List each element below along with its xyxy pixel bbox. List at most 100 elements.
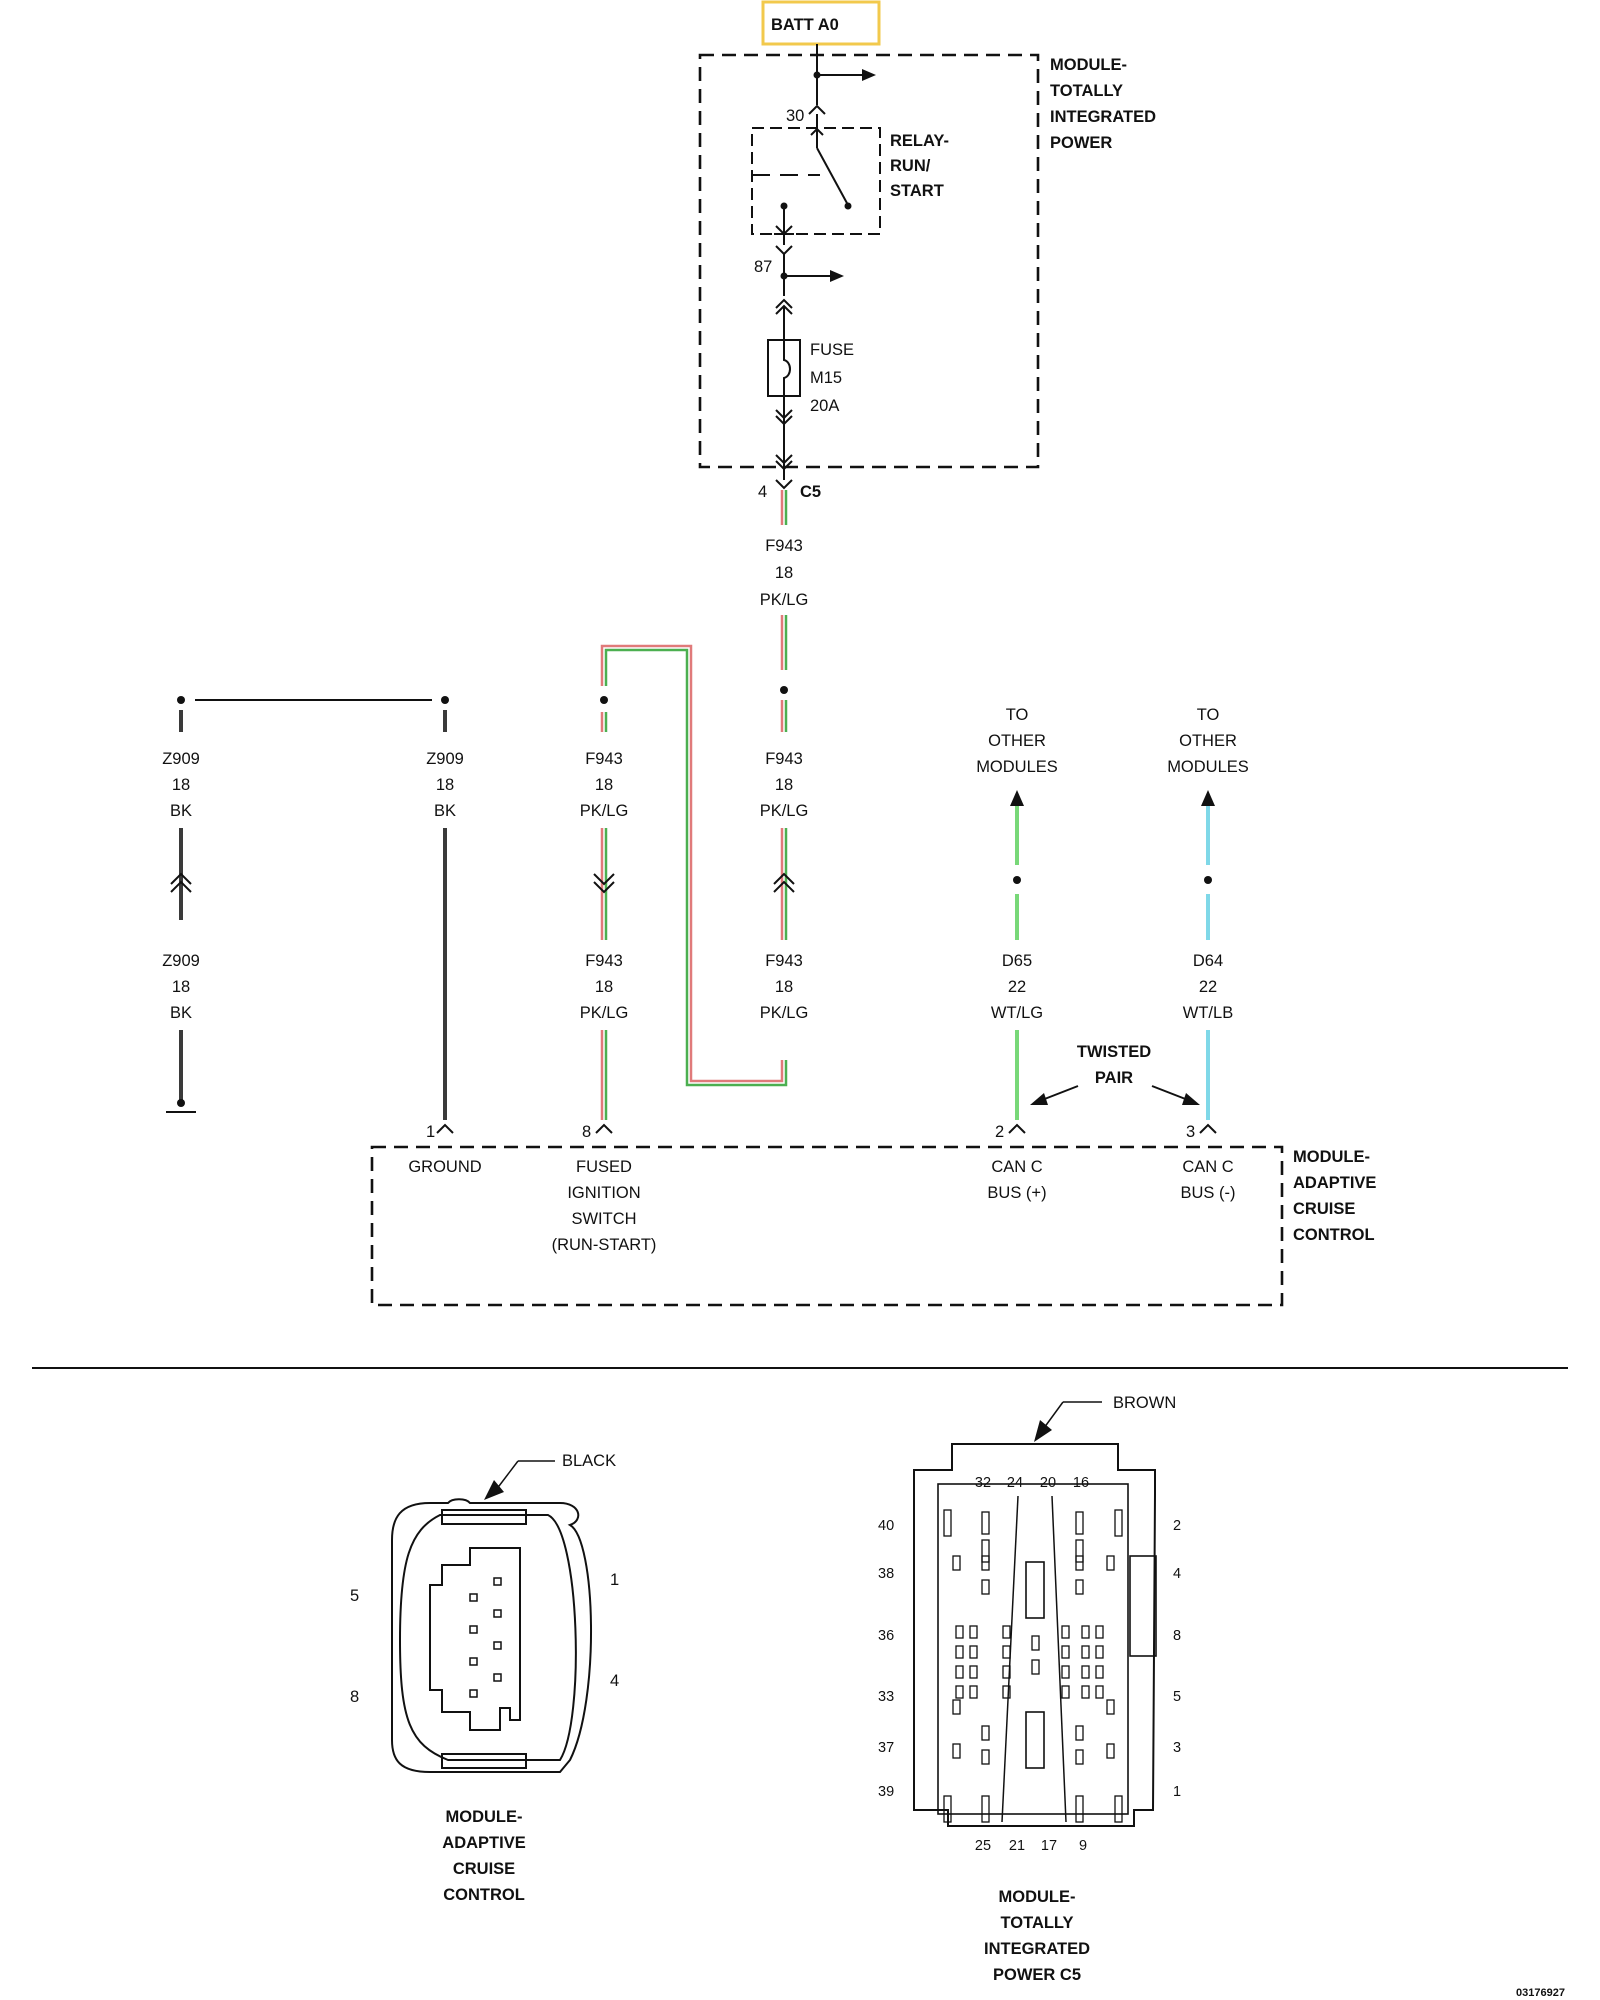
c5-left-pin-39: 39 (878, 1784, 894, 1800)
acc-pin2-terminal (1008, 1123, 1026, 1134)
c5-left-pin-33: 33 (878, 1689, 894, 1705)
tipm-module: MODULE- TOTALLY INTEGRATED POWER 30 RELA… (698, 44, 1156, 480)
acc-pin8-label-4: (RUN-START) (552, 1236, 657, 1254)
acc-pin-cavity (469, 1593, 478, 1602)
to-other-left-2: OTHER (988, 732, 1046, 750)
batt-a0-box (761, 0, 881, 46)
c5-pin-cavity (1081, 1685, 1090, 1699)
acc-pin1-num: 1 (426, 1123, 435, 1141)
figure-id: 03176927 (1516, 1987, 1565, 1999)
wire-f943-top-lower (780, 615, 788, 670)
c5-top-pin-32: 32 (975, 1475, 991, 1491)
pin-30-terminal (808, 104, 826, 115)
c5-pin-cavity (981, 1579, 990, 1595)
c5-pin-cavity (981, 1795, 990, 1823)
pin-87-label: 87 (754, 258, 772, 276)
relay-contact-dot (844, 202, 852, 210)
z909-left-lower-1: Z909 (162, 952, 200, 970)
to-other-right-1: TO (1197, 706, 1220, 724)
twisted-pair-pointer-left (1041, 1085, 1079, 1101)
acc-pin-cavity (493, 1673, 502, 1682)
c5-pin-cavity (1002, 1625, 1011, 1639)
c5-side-key (1129, 1555, 1157, 1657)
z909-left-lower-2: 18 (172, 978, 190, 996)
c5-pin-cavity (969, 1645, 978, 1659)
acc-connector-latch-bottom (441, 1753, 527, 1769)
fuse-out-terminal-3 (775, 454, 793, 465)
acc-title-1: MODULE- (1293, 1148, 1370, 1166)
c5-pin-cavity (1075, 1749, 1084, 1765)
acc-connector-cavity (429, 1547, 521, 1731)
c5-pin-cavity (1114, 1795, 1123, 1823)
d65-2: 22 (1008, 978, 1026, 996)
f943-low-right-3: PK/LG (760, 1004, 809, 1022)
c5-pin-cavity (943, 1509, 952, 1537)
c5-bottom-pin-9: 9 (1079, 1838, 1087, 1854)
acc-pin3-label-2: BUS (-) (1181, 1184, 1236, 1202)
d64-3: WT/LB (1183, 1004, 1233, 1022)
c5-pin-cavity (1095, 1645, 1104, 1659)
acc-pin3-terminal (1199, 1123, 1217, 1134)
pin-30-label: 30 (786, 107, 804, 125)
c5-top-pin-24: 24 (1007, 1475, 1023, 1491)
z909-inline-conn-a (170, 872, 192, 885)
splice-z909-right (441, 696, 449, 704)
acc-pin-cavity (469, 1657, 478, 1666)
c5-bottom-pin-25: 25 (975, 1838, 991, 1854)
acc-pin-label-1: 1 (610, 1571, 619, 1589)
wire-f943-to-acc-pin8 (600, 1030, 608, 1120)
f943-right-inline-a (773, 872, 795, 885)
arrow-down-left-icon (1034, 1420, 1052, 1442)
splice-d64 (1204, 876, 1212, 884)
color-leader-diag (1043, 1401, 1064, 1429)
c5-pin-cavity (1081, 1645, 1090, 1659)
c5-pin-cavity (1106, 1555, 1115, 1571)
c5-center-slot (1025, 1711, 1045, 1769)
acc-pin1-terminal (436, 1123, 454, 1134)
c5-pin-cavity (955, 1645, 964, 1659)
c5-pin-cavity (1075, 1725, 1084, 1741)
f943-mid-left-1: F943 (585, 750, 623, 768)
c5-pin-cavity (1114, 1509, 1123, 1537)
f943-mid-right-1: F943 (765, 750, 803, 768)
z909-left-upper-3: BK (170, 802, 192, 820)
c5-left-pin-40: 40 (878, 1518, 894, 1534)
f943-mid-right-2: 18 (775, 776, 793, 794)
acc-pin3-label-1: CAN C (1182, 1158, 1233, 1176)
acc-pin8-num: 8 (582, 1123, 591, 1141)
relay-title-2: RUN/ (890, 157, 931, 175)
to-other-left-3: MODULES (976, 758, 1058, 776)
c5-pin-cavity (1095, 1625, 1104, 1639)
batt-a0-label: BATT A0 (771, 16, 839, 34)
c5-pin-cavity (981, 1749, 990, 1765)
acc-connector-inner (398, 1514, 577, 1761)
c5-pin-cavity (943, 1795, 952, 1823)
arrow-right-icon (830, 270, 844, 282)
splice-f943-left (600, 696, 608, 704)
c5-pin-leader (1051, 1495, 1067, 1823)
c5-pin-cavity (981, 1555, 990, 1571)
tipm-boundary (698, 53, 1040, 469)
c5-pin-cavity (969, 1625, 978, 1639)
c5-pin-cavity (1081, 1665, 1090, 1679)
arrow-left-icon (1030, 1093, 1048, 1105)
c5-connector-view: BROWN 32 24 20 16 25 21 17 9 40 38 36 33… (878, 1394, 1181, 1984)
c5-right-pin-8: 8 (1173, 1628, 1181, 1644)
c5-left-pin-36: 36 (878, 1628, 894, 1644)
fuse-out-terminal-4 (775, 460, 793, 471)
acc-pin-label-8: 8 (350, 1688, 359, 1706)
acc-pin-cavity (469, 1625, 478, 1634)
acc-pin2-num: 2 (995, 1123, 1004, 1141)
c5-connector-title-3: INTEGRATED (984, 1940, 1090, 1958)
fuse-out-terminal-2 (775, 415, 793, 426)
wire-f943-mid-left (600, 828, 608, 940)
c5-pin-cavity (1075, 1579, 1084, 1595)
to-other-left-1: TO (1006, 706, 1029, 724)
c5-pin-cavity (1002, 1665, 1011, 1679)
acc-boundary (370, 1145, 1284, 1307)
c5-pin-cavity (1002, 1645, 1011, 1659)
relay-switch-arm (816, 147, 849, 206)
c5-pin-cavity (969, 1685, 978, 1699)
c5-cavity-grid (943, 1509, 1123, 1823)
acc-pin-cavity (469, 1689, 478, 1698)
